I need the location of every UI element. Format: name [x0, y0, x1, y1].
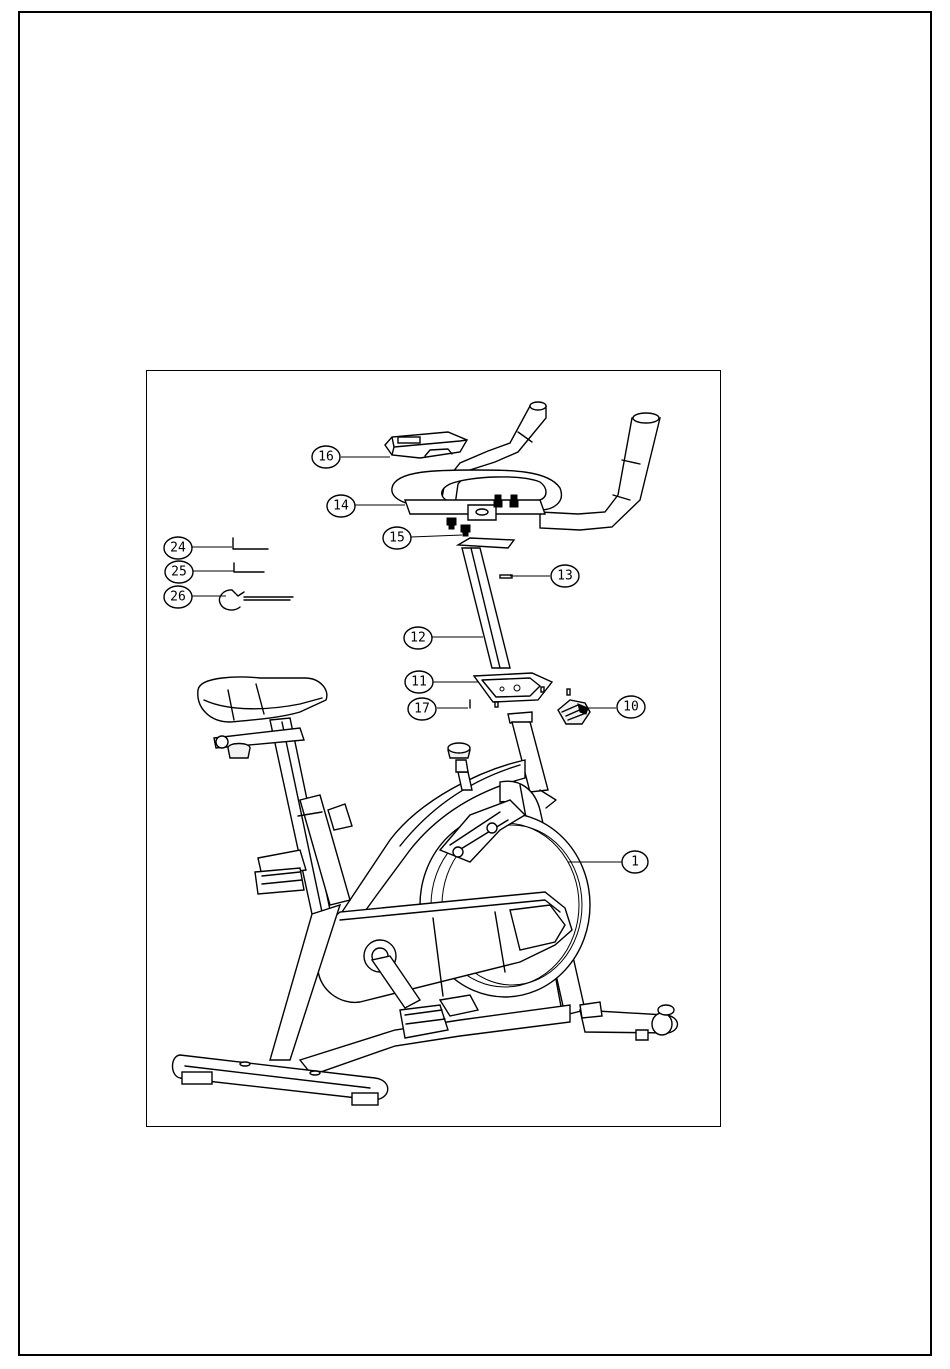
callout-15: 15 — [383, 527, 411, 549]
callout-26: 26 — [164, 586, 192, 608]
tool-allen-key-large — [233, 538, 268, 549]
callout-1: 1 — [622, 851, 648, 873]
callout-24: 24 — [164, 537, 192, 559]
bike-frame — [173, 712, 678, 1105]
tool-allen-key-small — [234, 563, 264, 572]
adjustment-knob — [558, 689, 590, 724]
callout-label: 17 — [414, 702, 430, 717]
callout-10: 10 — [617, 696, 645, 718]
handlebar-post — [458, 538, 514, 668]
callout-label: 14 — [333, 499, 349, 514]
callout-label: 15 — [389, 531, 405, 546]
callout-label: 25 — [171, 565, 187, 580]
callout-label: 26 — [170, 590, 186, 605]
callout-label: 12 — [410, 631, 426, 646]
callout-13: 13 — [551, 565, 579, 587]
bolts — [447, 518, 470, 536]
callout-14: 14 — [327, 495, 355, 517]
callout-12: 12 — [404, 627, 432, 649]
callout-16: 16 — [312, 446, 340, 468]
tool-spanner — [219, 590, 293, 610]
callout-label: 11 — [411, 675, 427, 690]
callout-label: 16 — [318, 450, 334, 465]
callout-17: 17 — [408, 698, 436, 720]
callout-label: 24 — [170, 541, 186, 556]
callout-label: 13 — [557, 569, 573, 584]
callout-label: 10 — [623, 700, 639, 715]
tablet-holder — [385, 432, 467, 458]
callout-11: 11 — [405, 671, 433, 693]
post-shroud — [474, 673, 552, 702]
handlebar — [392, 402, 660, 530]
saddle-assembly — [198, 677, 327, 758]
callout-25: 25 — [165, 561, 193, 583]
callout-label: 1 — [631, 855, 639, 870]
